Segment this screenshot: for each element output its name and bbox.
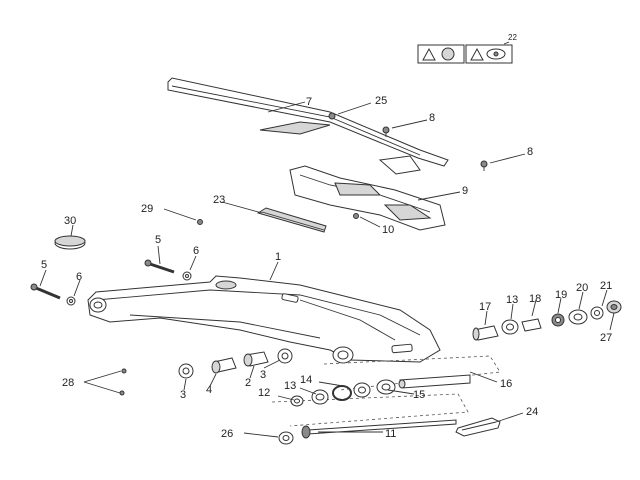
callout-7: 7 — [306, 96, 312, 108]
callout-27: 27 — [600, 332, 612, 344]
callout-19: 19 — [555, 289, 567, 301]
callout-1: 1 — [275, 251, 281, 263]
swing-arm — [87, 275, 441, 364]
plug — [54, 235, 86, 250]
callout-30: 30 — [64, 215, 76, 227]
pivot-bolt — [278, 419, 457, 445]
callout-24: 24 — [526, 406, 538, 418]
callout-13-left: 13 — [284, 380, 296, 392]
callout-4: 4 — [206, 384, 212, 396]
left-bearings — [178, 348, 293, 379]
callout-23: 23 — [213, 194, 225, 206]
callouts: 1 2 3 3 4 5 5 6 6 7 8 8 9 10 11 12 13 13… — [41, 95, 612, 440]
leader-lines — [39, 101, 615, 438]
callout-29: 29 — [141, 203, 153, 215]
chain-guard — [167, 77, 449, 175]
axis-guide-lower — [271, 393, 469, 427]
callout-10: 10 — [382, 224, 394, 236]
bracket — [256, 207, 327, 233]
callout-22: 22 — [508, 33, 517, 42]
callout-9: 9 — [462, 185, 468, 197]
callout-13-right: 13 — [506, 294, 518, 306]
callout-3-right: 3 — [260, 369, 266, 381]
callout-25: 25 — [375, 95, 387, 107]
callout-11: 11 — [385, 428, 396, 440]
callout-28: 28 — [62, 377, 74, 389]
callout-5-upper: 5 — [155, 234, 161, 246]
callout-3-left: 3 — [180, 389, 186, 401]
callout-12: 12 — [258, 387, 270, 399]
spindle — [398, 374, 471, 389]
chain-slider — [455, 417, 501, 437]
callout-26: 26 — [221, 428, 233, 440]
callout-17: 17 — [479, 301, 491, 313]
callout-15: 15 — [413, 389, 425, 401]
left-bolts — [30, 259, 192, 306]
callout-18: 18 — [529, 293, 541, 305]
right-bearings — [472, 300, 622, 341]
screws — [197, 112, 488, 225]
callout-21: 21 — [600, 280, 612, 292]
callout-8-right: 8 — [527, 146, 533, 158]
callout-16: 16 — [500, 378, 512, 390]
reference-symbol-box: 22 — [417, 33, 517, 64]
small-screws — [119, 368, 127, 396]
callout-2: 2 — [245, 377, 251, 389]
callout-20: 20 — [576, 282, 588, 294]
callout-6-lower: 6 — [76, 271, 82, 283]
callout-8-upper: 8 — [429, 112, 435, 124]
callout-14: 14 — [300, 374, 312, 386]
chain-guard-lower — [289, 165, 446, 231]
callout-6-upper: 6 — [193, 245, 199, 257]
callout-5-lower: 5 — [41, 259, 47, 271]
